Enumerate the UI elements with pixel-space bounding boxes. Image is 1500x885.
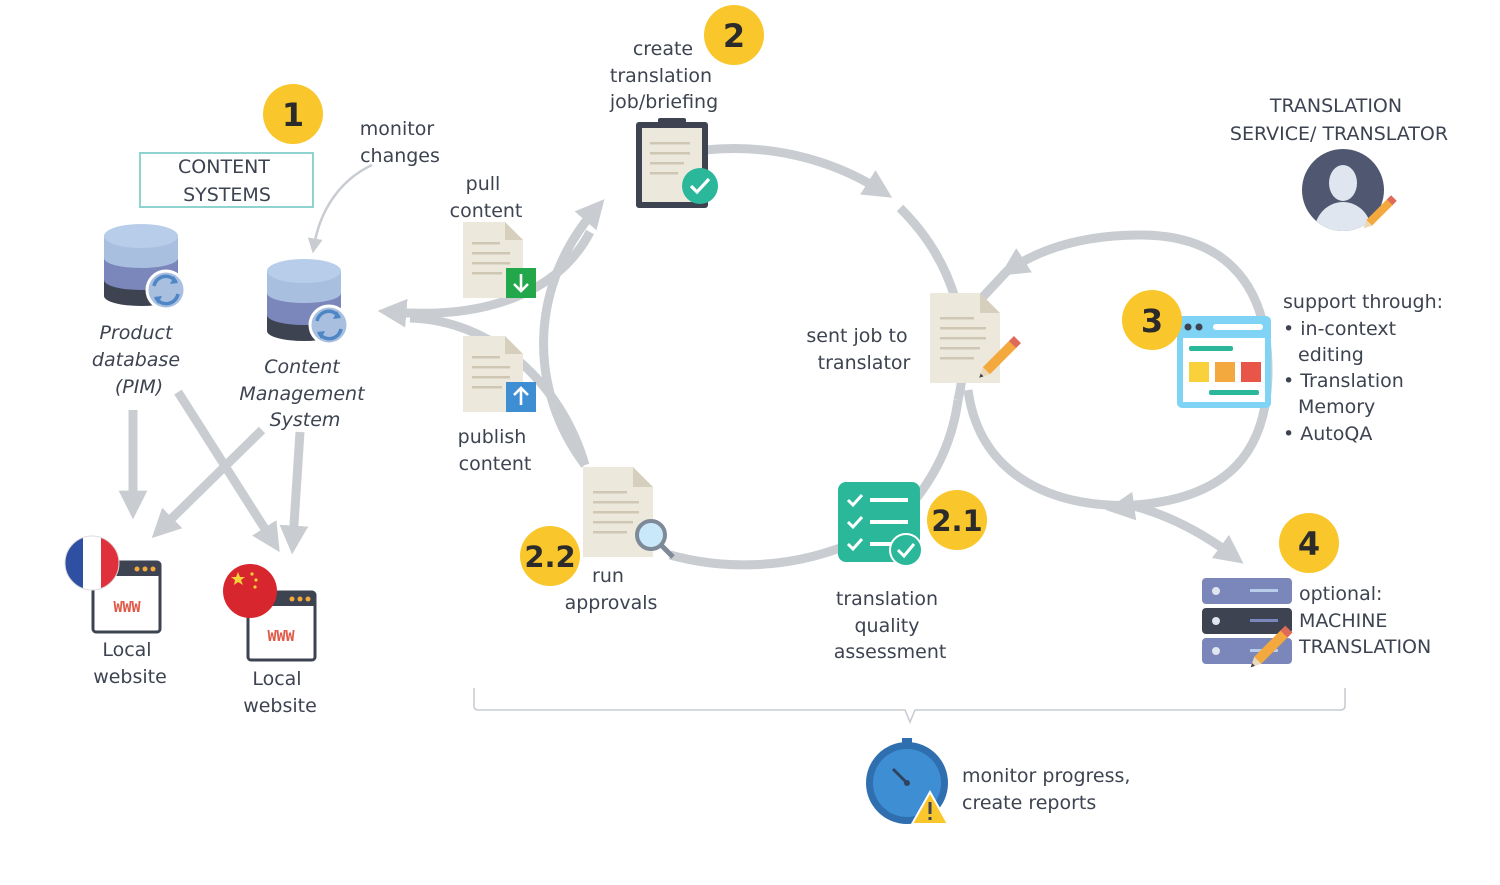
arrow-cycle-top: [704, 144, 893, 198]
stopwatch-warning-icon: [866, 738, 950, 825]
www-label: WWW: [113, 598, 141, 616]
www-label: WWW: [267, 627, 295, 645]
local-website-2-label: Local website: [243, 668, 317, 717]
arrow-loop-return: [1105, 491, 1143, 521]
sent-job-label: sent job to translator: [806, 325, 913, 374]
cms-label: Content Management System: [239, 356, 370, 431]
step-badge-4-label: 4: [1298, 525, 1320, 563]
arrow-cycle-right-lower: [911, 399, 963, 503]
document-upload-icon: [463, 336, 536, 412]
arrow-cms-to-cn: [279, 431, 309, 555]
flag-china-icon: [223, 564, 277, 618]
document-search-icon: [583, 467, 675, 559]
publish-content-label: publish content: [458, 426, 533, 475]
step-badge-1: [263, 84, 323, 144]
step-badge-2-label: 2: [723, 17, 745, 55]
optional-machine-translation-label: optional: MACHINE TRANSLATION: [1298, 583, 1431, 658]
overview-bracket: [473, 688, 1346, 725]
step-badge-3-label: 3: [1141, 302, 1163, 340]
browser-editor-icon: [1177, 316, 1271, 408]
database-sync-icon: [104, 224, 187, 311]
create-job-label: create translation job/briefing: [609, 38, 718, 113]
document-pencil-icon: [930, 293, 1021, 383]
server-stack-icon: [1202, 578, 1293, 668]
content-systems-box: [139, 152, 314, 208]
support-through-list: support through: • in-context editing • …: [1283, 291, 1449, 445]
step-badge-2-2-label: 2.2: [524, 540, 575, 574]
clipboard-check-icon: [636, 118, 718, 208]
arrow-loop-top: [999, 230, 1273, 371]
step-badge-2-1: [927, 490, 987, 550]
arrow-cycle-bottom: [668, 543, 842, 570]
monitor-progress-label: monitor progress, create reports: [962, 765, 1137, 814]
arrow-to-machine-translation: [1128, 500, 1244, 564]
step-badge-2: [704, 5, 764, 65]
arrow-loop-lower: [963, 389, 1141, 511]
step-badge-4: [1279, 513, 1339, 573]
product-database-label: Product database (PIM): [92, 322, 186, 398]
database-sync-icon: [267, 259, 350, 346]
translator-label: TRANSLATION SERVICE/ TRANSLATOR: [1230, 95, 1448, 145]
local-website-1-label: Local website: [93, 639, 167, 688]
step-badge-2-1-label: 2.1: [931, 504, 982, 538]
step-badge-1-label: 1: [282, 96, 304, 134]
document-download-icon: [463, 222, 536, 298]
flag-france-icon: [64, 535, 120, 591]
content-systems-label: CONTENT SYSTEMS: [178, 156, 276, 206]
run-approvals-label: run approvals: [565, 565, 658, 614]
translation-quality-assessment-label: translation quality assessment: [834, 588, 947, 663]
arrow-loop-join: [976, 266, 1012, 304]
pull-content-label: pull content: [450, 173, 523, 222]
arrow-cms-to-fr: [151, 426, 266, 539]
checklist-icon: [838, 482, 923, 567]
monitor-changes-label: monitor changes: [360, 118, 440, 167]
step-badge-2-2: [520, 526, 580, 586]
arrow-monitor-changes: [307, 163, 373, 254]
local-website-cn: WWW: [223, 564, 317, 662]
arrow-cycle-left: [539, 199, 605, 468]
local-website-fr: WWW: [64, 535, 162, 634]
translator-avatar-icon: [1302, 149, 1397, 231]
step-badge-3: [1122, 290, 1182, 350]
